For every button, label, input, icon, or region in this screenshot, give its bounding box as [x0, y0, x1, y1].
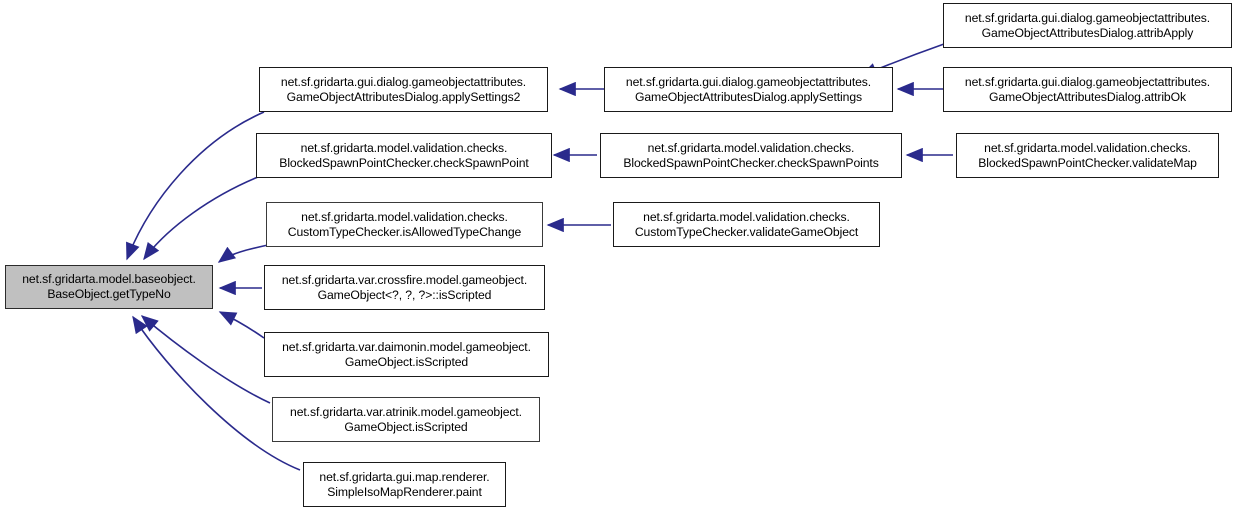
node-applySettings2[interactable]: net.sf.gridarta.gui.dialog.gameobjectatt…: [259, 67, 548, 112]
node-label: net.sf.gridarta.model.validation.checks.…: [978, 140, 1197, 170]
node-label: net.sf.gridarta.model.validation.checks.…: [623, 140, 879, 170]
node-isAllowedTypeChange[interactable]: net.sf.gridarta.model.validation.checks.…: [266, 202, 543, 247]
edge-applySettings2-to-getTypeNo: [126, 111, 265, 261]
node-label: net.sf.gridarta.model.validation.checks.…: [287, 209, 522, 239]
edge-daimonin-to-getTypeNo: [218, 311, 265, 339]
node-attribOk[interactable]: net.sf.gridarta.gui.dialog.gameobjectatt…: [943, 67, 1232, 112]
node-applySettings[interactable]: net.sf.gridarta.gui.dialog.gameobjectatt…: [604, 67, 893, 112]
node-attribApply[interactable]: net.sf.gridarta.gui.dialog.gameobjectatt…: [943, 3, 1232, 48]
node-crossfire-isScripted[interactable]: net.sf.gridarta.var.crossfire.model.game…: [264, 265, 545, 310]
node-validateMap[interactable]: net.sf.gridarta.model.validation.checks.…: [956, 133, 1219, 178]
node-checkSpawnPoints[interactable]: net.sf.gridarta.model.validation.checks.…: [600, 133, 902, 178]
node-label: net.sf.gridarta.gui.dialog.gameobjectatt…: [964, 74, 1211, 104]
node-checkSpawnPoint[interactable]: net.sf.gridarta.model.validation.checks.…: [256, 133, 552, 178]
node-label: net.sf.gridarta.model.baseobject. BaseOb…: [22, 272, 196, 301]
node-label: net.sf.gridarta.gui.map.renderer. Simple…: [319, 469, 490, 499]
node-getTypeNo[interactable]: net.sf.gridarta.model.baseobject. BaseOb…: [5, 265, 213, 309]
node-label: net.sf.gridarta.var.atrinik.model.gameob…: [290, 404, 522, 434]
edge-checkSpawnPoint-to-getTypeNo: [143, 176, 259, 261]
node-label: net.sf.gridarta.var.crossfire.model.game…: [281, 272, 528, 302]
node-label: net.sf.gridarta.model.validation.checks.…: [279, 140, 529, 170]
node-simpleIsoMapRenderer-paint[interactable]: net.sf.gridarta.gui.map.renderer. Simple…: [303, 462, 506, 507]
node-label: net.sf.gridarta.gui.dialog.gameobjectatt…: [625, 74, 872, 104]
node-label: net.sf.gridarta.gui.dialog.gameobjectatt…: [964, 10, 1211, 40]
node-label: net.sf.gridarta.model.validation.checks.…: [634, 209, 859, 239]
node-validateGameObject[interactable]: net.sf.gridarta.model.validation.checks.…: [613, 202, 880, 247]
node-label: net.sf.gridarta.gui.dialog.gameobjectatt…: [280, 74, 527, 104]
edge-atrinik-to-getTypeNo: [140, 315, 271, 404]
node-daimonin-isScripted[interactable]: net.sf.gridarta.var.daimonin.model.gameo…: [264, 332, 549, 377]
edge-isAllowedTypeChange-to-getTypeNo: [217, 244, 269, 263]
node-label: net.sf.gridarta.var.daimonin.model.gameo…: [282, 339, 531, 369]
node-atrinik-isScripted[interactable]: net.sf.gridarta.var.atrinik.model.gameob…: [272, 397, 540, 442]
